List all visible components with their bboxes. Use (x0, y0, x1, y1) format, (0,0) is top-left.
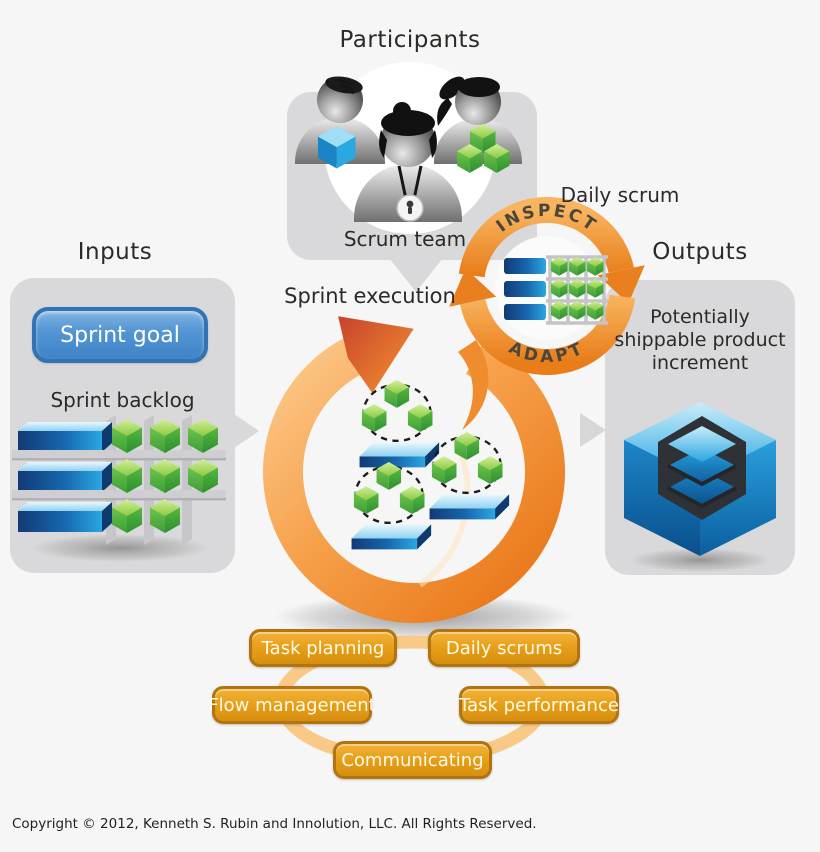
task-cluster (360, 380, 440, 467)
sprint-backlog-board (12, 415, 226, 545)
activity-pill-communicating: Communicating (333, 741, 492, 779)
outputs-connector-arrow (580, 413, 606, 447)
daily-scrum-mini-board (504, 255, 608, 325)
sprint-goal-card: Sprint goal (32, 307, 208, 363)
inputs-heading: Inputs (77, 239, 153, 265)
output-description: Potentially shippable product increment (608, 306, 792, 375)
activity-pill-daily-scrums: Daily scrums (428, 629, 580, 667)
product-increment-cube-icon (624, 402, 776, 556)
participants-panel (287, 62, 537, 292)
output-description-line: Potentially (650, 306, 750, 328)
scrum-team-caption: Scrum team (343, 227, 467, 251)
activity-pill-task-planning: Task planning (249, 629, 397, 667)
copyright-notice: Copyright © 2012, Kenneth S. Rubin and I… (12, 816, 537, 832)
sprint-backlog-label: Sprint backlog (50, 388, 195, 412)
outputs-heading: Outputs (652, 239, 748, 265)
sprint-execution-label: Sprint execution (284, 284, 456, 308)
participants-heading: Participants (339, 27, 481, 53)
output-description-line: increment (651, 352, 749, 374)
ring-arrowhead (338, 316, 414, 394)
activity-pill-task-performance: Task performance (459, 686, 619, 724)
miniboard-task-cubes (551, 257, 604, 320)
cycle-arrowhead (597, 265, 645, 304)
inputs-connector-arrow (234, 414, 259, 448)
output-description-line: shippable product (614, 329, 786, 351)
participants-connector-arrow (389, 258, 443, 292)
task-cluster (352, 462, 432, 549)
team-member-icon (434, 76, 522, 173)
daily-scrum-label: Daily scrum (560, 183, 680, 207)
cycle-arrowhead (449, 268, 497, 307)
sprint-goal-label: Sprint goal (60, 322, 180, 348)
activity-pill-flow-management: Flow management (208, 686, 376, 724)
team-member-icon (295, 76, 385, 169)
backlog-item-bar (18, 502, 112, 532)
backlog-item-bar (18, 462, 112, 492)
scrum-master-icon (354, 102, 462, 222)
backlog-item-bar (18, 422, 112, 452)
